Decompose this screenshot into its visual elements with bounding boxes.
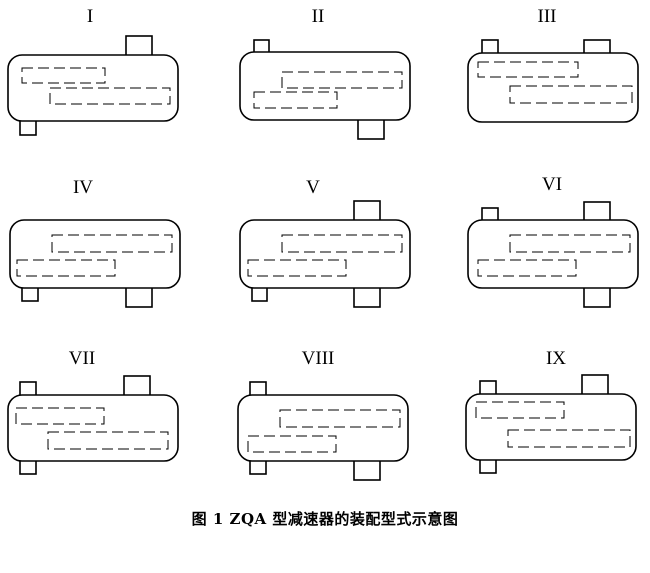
input-shaft-bottom bbox=[19, 119, 37, 136]
input-shaft-top bbox=[481, 207, 499, 222]
low-speed-gear bbox=[49, 87, 171, 105]
input-shaft-top bbox=[479, 380, 497, 396]
high-speed-gear bbox=[21, 67, 106, 84]
housing bbox=[467, 52, 639, 123]
high-speed-gear bbox=[253, 91, 338, 109]
panel-label: IV bbox=[73, 177, 93, 198]
panel-3: III bbox=[467, 6, 639, 123]
input-shaft-top bbox=[481, 39, 499, 55]
housing bbox=[237, 394, 409, 462]
panel-4: IV bbox=[9, 177, 181, 308]
high-speed-gear bbox=[477, 259, 577, 277]
output-shaft-top bbox=[353, 200, 381, 222]
high-speed-gear bbox=[247, 259, 347, 277]
low-speed-gear bbox=[509, 85, 633, 104]
input-shaft-bottom bbox=[21, 286, 39, 302]
low-speed-gear bbox=[507, 429, 631, 448]
input-shaft-top bbox=[249, 381, 267, 397]
high-speed-gear bbox=[247, 435, 337, 453]
high-speed-gear bbox=[477, 61, 579, 78]
panel-label: V bbox=[306, 177, 320, 198]
panel-5: V bbox=[239, 177, 411, 308]
panel-7: VII bbox=[7, 348, 179, 475]
panel-label: III bbox=[538, 6, 557, 27]
panel-label: VI bbox=[542, 174, 562, 195]
output-shaft-top bbox=[125, 35, 153, 57]
low-speed-gear bbox=[281, 234, 403, 253]
housing bbox=[9, 219, 181, 289]
panel-2: II bbox=[239, 6, 411, 140]
output-shaft-bottom bbox=[583, 286, 611, 308]
high-speed-gear bbox=[15, 407, 105, 425]
output-shaft-bottom bbox=[353, 459, 381, 481]
high-speed-gear bbox=[16, 259, 116, 277]
panel-9: IX bbox=[465, 348, 637, 474]
high-speed-gear bbox=[475, 401, 565, 419]
figure-caption: 图 1 ZQA 型减速器的装配型式示意图 bbox=[191, 510, 459, 528]
low-speed-gear bbox=[47, 431, 169, 450]
low-speed-gear bbox=[281, 71, 403, 89]
input-shaft-bottom bbox=[251, 286, 268, 302]
panel-label: IX bbox=[546, 348, 566, 369]
panel-8: VIII bbox=[237, 348, 409, 481]
input-shaft-top bbox=[19, 381, 37, 397]
output-shaft-bottom bbox=[353, 286, 381, 308]
output-shaft-bottom bbox=[125, 286, 153, 308]
housing bbox=[239, 51, 411, 121]
panel-label: VIII bbox=[302, 348, 335, 369]
panel-label: II bbox=[312, 6, 325, 27]
input-shaft-bottom bbox=[249, 459, 267, 475]
housing bbox=[7, 394, 179, 462]
panel-label: VII bbox=[69, 348, 95, 369]
panel-6: VI bbox=[467, 174, 639, 308]
low-speed-gear bbox=[279, 409, 401, 428]
low-speed-gear bbox=[51, 234, 173, 253]
output-shaft-top bbox=[123, 375, 151, 397]
output-shaft-bottom bbox=[357, 118, 385, 140]
input-shaft-bottom bbox=[19, 459, 37, 475]
panel-label: I bbox=[87, 6, 93, 27]
low-speed-gear bbox=[509, 234, 631, 253]
housing bbox=[467, 219, 639, 289]
output-shaft-top bbox=[583, 201, 611, 222]
input-shaft-bottom bbox=[479, 458, 497, 474]
output-shaft-top bbox=[581, 374, 609, 396]
panel-1: I bbox=[7, 6, 179, 136]
assembly-diagram: I II III IV V bbox=[7, 6, 639, 481]
housing bbox=[465, 393, 637, 461]
housing bbox=[239, 219, 411, 289]
